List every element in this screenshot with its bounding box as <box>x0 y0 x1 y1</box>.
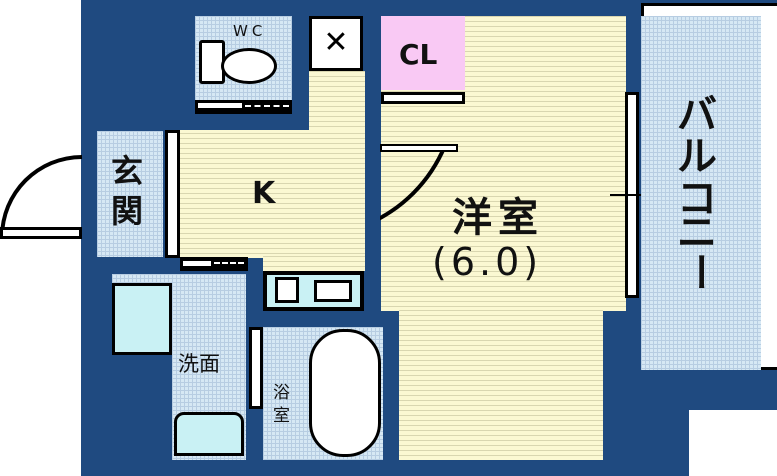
balcony: バ ル コ ニ ー <box>641 16 761 370</box>
western-room-size: (6.0) <box>432 240 543 284</box>
balcony-label-1: バ <box>677 92 717 138</box>
balcony-label-5: ー <box>675 252 721 292</box>
stove-icon <box>275 277 299 303</box>
wc-label: WC <box>233 22 267 40</box>
wash-basin-icon <box>174 412 244 456</box>
washroom-door <box>180 257 248 271</box>
washroom-label: 洗面 <box>178 352 220 376</box>
closet-label: CL <box>399 38 438 71</box>
front-door[interactable] <box>0 227 82 239</box>
kitchen-label: K <box>252 176 276 211</box>
kitchen: K <box>180 130 365 258</box>
entrance-step <box>165 130 180 258</box>
bathroom-label-2: 室 <box>273 406 290 426</box>
balcony-label-3: コ <box>677 176 717 222</box>
western-room <box>381 16 626 311</box>
western-room-label: 洋室 <box>452 195 544 241</box>
wc-room: WC <box>195 16 292 114</box>
kitchen-counter <box>263 271 364 311</box>
washroom: 洗面 <box>112 274 246 460</box>
bathtub-icon <box>309 329 381 457</box>
western-room-lower <box>399 310 603 460</box>
bathroom-label-1: 浴 <box>273 383 290 403</box>
balcony-label-4: ニ <box>677 210 717 256</box>
entrance: 玄 関 <box>97 131 163 257</box>
ventilation-fan-icon: ✕ <box>309 16 363 71</box>
closet-door[interactable] <box>381 92 465 104</box>
entrance-label-1: 玄 <box>111 152 144 190</box>
wc-door <box>195 100 292 114</box>
room-door[interactable] <box>380 144 458 152</box>
kitchen-upper <box>309 71 365 131</box>
entrance-label-2: 関 <box>111 192 144 230</box>
window-mark <box>610 194 656 196</box>
bathroom: 浴 室 <box>263 327 383 460</box>
toilet-bowl-icon <box>221 48 277 84</box>
bathroom-door[interactable] <box>249 327 263 409</box>
kitchen-lower <box>263 256 365 271</box>
washing-machine-icon <box>112 283 172 355</box>
front-door-swing[interactable] <box>0 155 82 237</box>
sink-icon <box>314 280 352 302</box>
exterior-notch <box>689 410 777 476</box>
closet: CL <box>381 16 465 90</box>
balcony-label-2: ル <box>677 134 717 180</box>
